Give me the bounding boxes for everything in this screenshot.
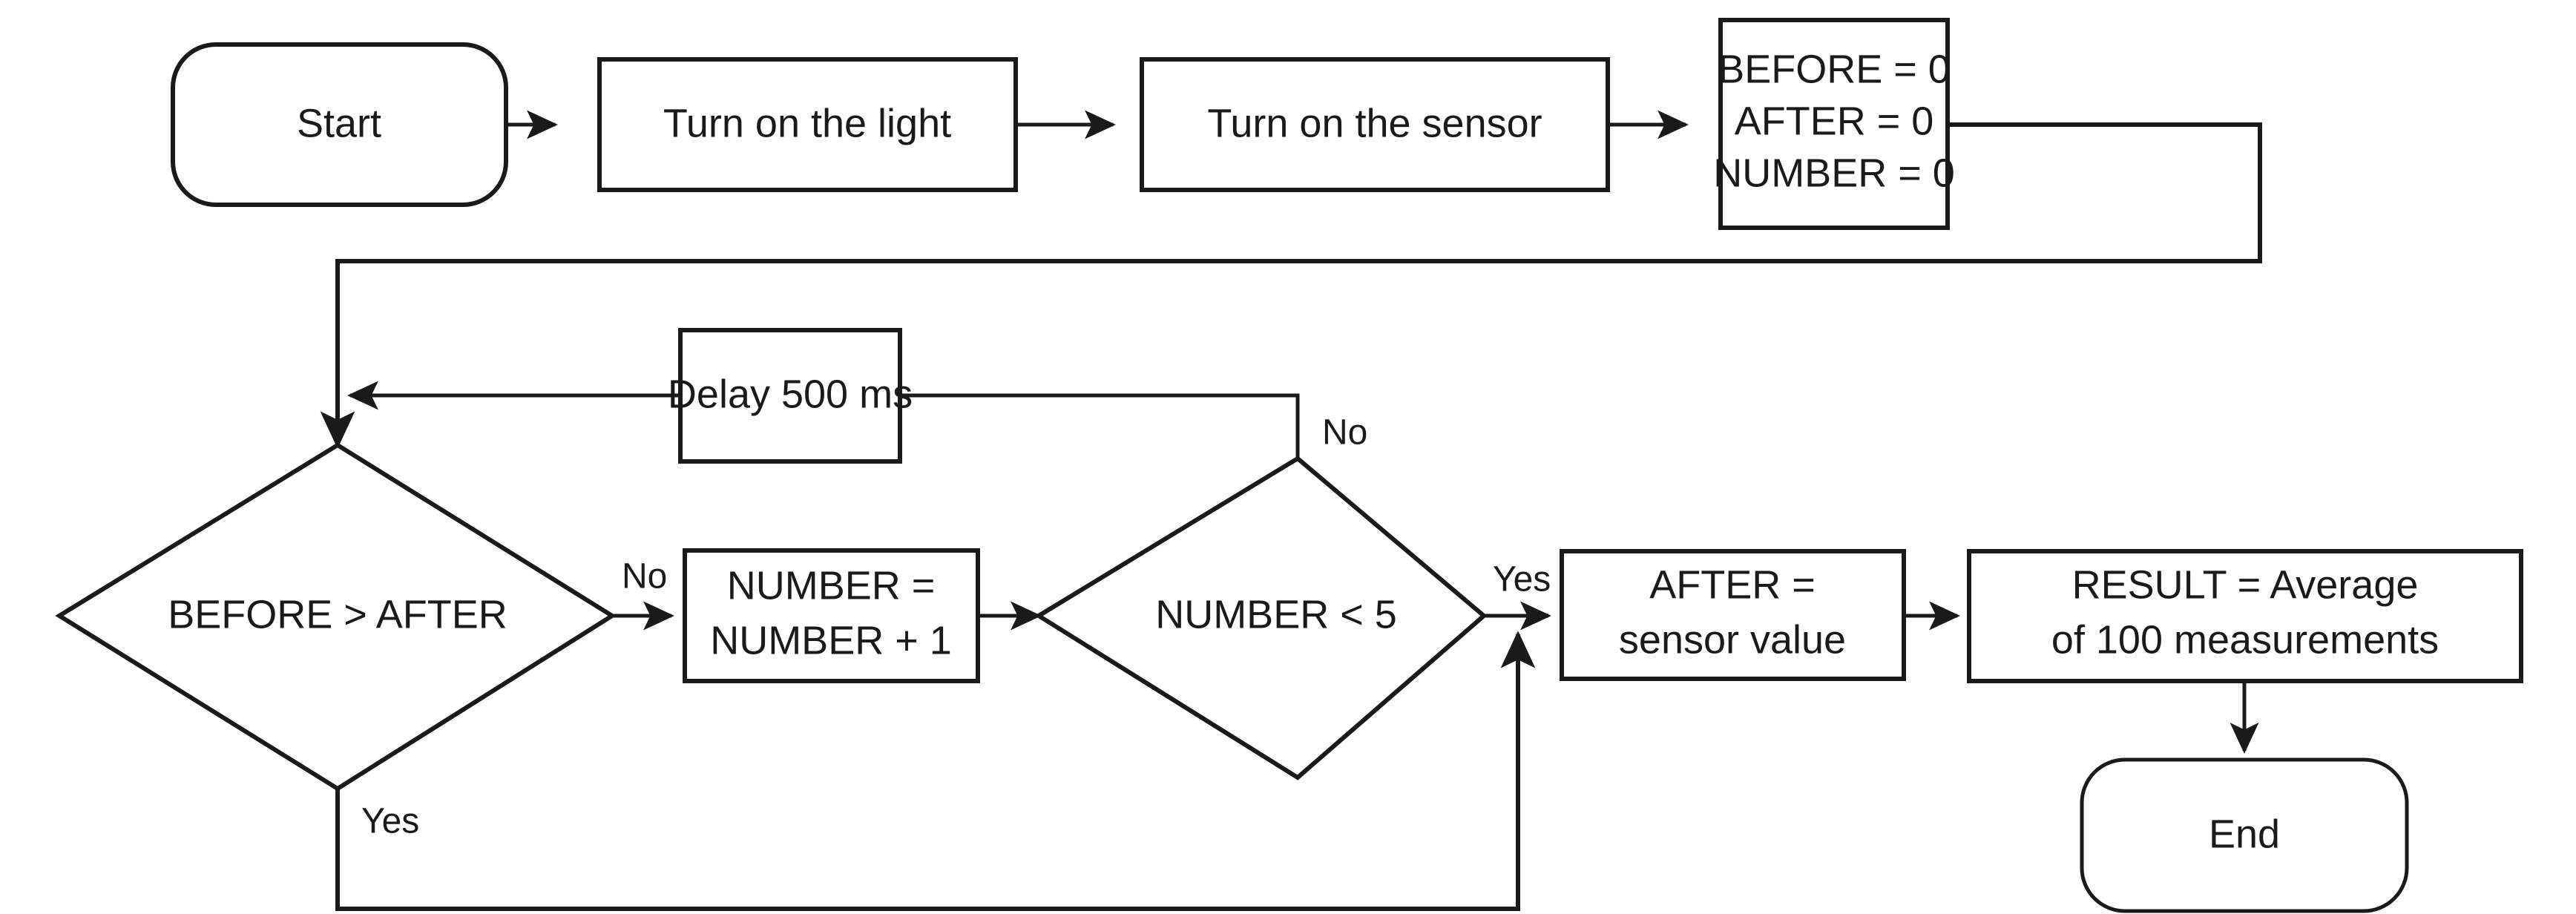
after-label-2: sensor value (1619, 617, 1846, 662)
count-label: NUMBER < 5 (1155, 592, 1397, 637)
node-decision-number-less-than-5[interactable]: NUMBER < 5 (1034, 456, 1488, 780)
compare-shape (55, 442, 617, 792)
edge-label-count-yes: Yes (1493, 560, 1551, 599)
node-delay[interactable]: Delay 500 ms (668, 328, 913, 464)
result-label-2: of 100 measurements (2051, 617, 2439, 662)
node-turn-on-the-sensor[interactable]: Turn on the sensor (1140, 57, 1610, 192)
edge-label-compare-yes: Yes (361, 802, 419, 841)
sensor-shape (1140, 57, 1610, 192)
count-shape (1034, 456, 1488, 780)
edge-label-compare-no: No (622, 557, 667, 596)
start-label: Start (297, 101, 381, 145)
edge-count-no-to-delay (900, 393, 1300, 458)
init-shape (1718, 18, 1950, 230)
node-result-average[interactable]: RESULT = Average of 100 measurements (1967, 549, 2523, 683)
result-shape (1967, 549, 2523, 683)
edge-compare-yes-to-after (335, 631, 1536, 911)
node-turn-on-the-light[interactable]: Turn on the light (597, 57, 1018, 192)
delay-label: Delay 500 ms (668, 372, 913, 416)
light-label: Turn on the light (663, 101, 951, 145)
node-increment-number[interactable]: NUMBER = NUMBER + 1 (683, 548, 980, 683)
edge-init-to-compare (320, 122, 2262, 449)
init-label-number: NUMBER = 0 (1713, 151, 1955, 195)
increment-label-2: NUMBER + 1 (710, 618, 952, 663)
compare-label: BEFORE > AFTER (168, 592, 507, 637)
node-initialize-variables[interactable]: BEFORE = 0 AFTER = 0 NUMBER = 0 (1713, 18, 1955, 230)
init-label-after: AFTER = 0 (1735, 99, 1934, 143)
node-decision-before-after[interactable]: BEFORE > AFTER (55, 442, 617, 792)
node-after-sensor-value[interactable]: AFTER = sensor value (1560, 549, 1906, 681)
edge-label-count-no: No (1322, 413, 1367, 453)
node-end[interactable]: End (2080, 757, 2409, 913)
delay-shape (678, 328, 902, 464)
light-shape (597, 57, 1018, 192)
start-shape (171, 42, 508, 207)
increment-label-1: NUMBER = (727, 563, 936, 608)
init-label-before: BEFORE = 0 (1718, 47, 1951, 91)
end-shape (2080, 757, 2409, 913)
end-label: End (2209, 812, 2280, 856)
increment-shape (683, 548, 980, 683)
node-start[interactable]: Start (171, 42, 508, 207)
after-shape (1560, 549, 1906, 681)
sensor-label: Turn on the sensor (1207, 101, 1542, 145)
after-label-1: AFTER = (1649, 562, 1816, 607)
result-label-1: RESULT = Average (2072, 562, 2419, 607)
